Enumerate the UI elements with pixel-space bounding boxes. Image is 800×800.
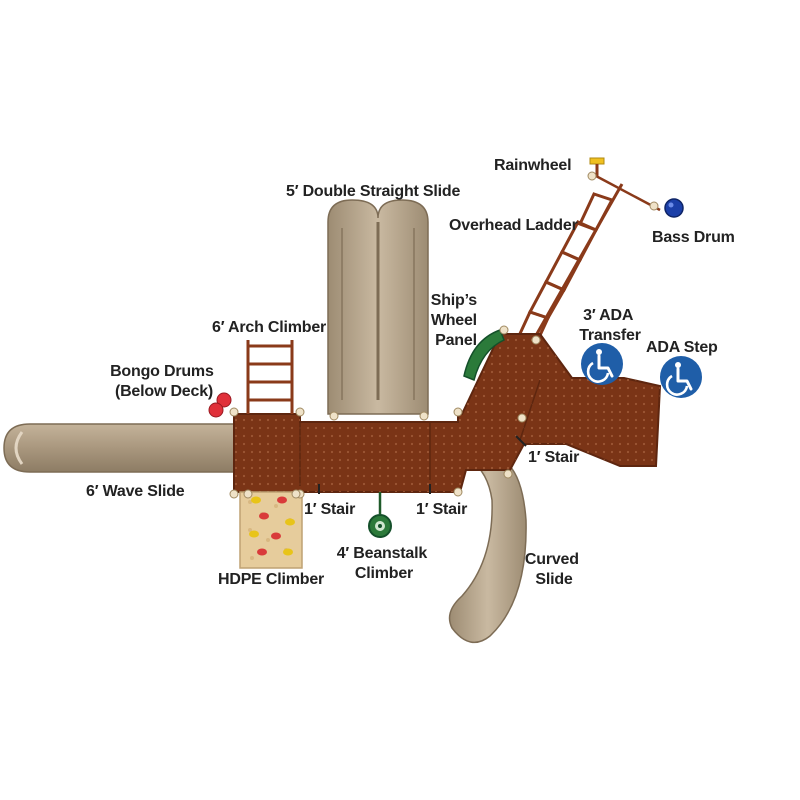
rainwheel [589, 157, 605, 176]
beanstalk-climber [368, 492, 392, 538]
label-ada-step: ADA Step [646, 339, 718, 356]
label-stair-left: 1′ Stair [304, 501, 355, 518]
label-stair-middle: 1′ Stair [416, 501, 467, 518]
label-beanstalk-climber: 4′ Beanstalk Climber [337, 545, 432, 582]
double-straight-slide [327, 199, 429, 415]
label-bongo-drums: Bongo Drums (Below Deck) [110, 363, 218, 400]
label-double-straight-slide: 5′ Double Straight Slide [286, 183, 460, 200]
label-rainwheel: Rainwheel [494, 157, 571, 174]
curved-slide [448, 455, 527, 644]
overhead-ladder [515, 174, 661, 347]
wheelchair-icon [660, 356, 702, 398]
post-clamps [229, 171, 659, 499]
label-arch-climber: 6′ Arch Climber [212, 319, 326, 336]
wave-slide [3, 423, 241, 473]
label-bass-drum: Bass Drum [652, 229, 735, 246]
label-curved-slide: Curved Slide [525, 551, 583, 588]
label-overhead-ladder: Overhead Ladder [449, 217, 578, 234]
stair-markers [318, 435, 527, 494]
label-ships-wheel-panel: Ship’s Wheel Panel [431, 292, 481, 349]
label-stair-right: 1′ Stair [528, 449, 579, 466]
bongo-drums [208, 392, 232, 418]
main-deck [233, 333, 662, 493]
arch-climber [246, 340, 294, 414]
label-wave-slide: 6′ Wave Slide [86, 483, 185, 500]
label-ada-transfer: 3′ ADA Transfer [579, 307, 641, 344]
hdpe-climber [239, 491, 303, 569]
ships-wheel-panel [463, 329, 505, 382]
label-hdpe-climber: HDPE Climber [218, 571, 324, 588]
bass-drum [664, 198, 684, 218]
wheelchair-icon [581, 343, 623, 385]
